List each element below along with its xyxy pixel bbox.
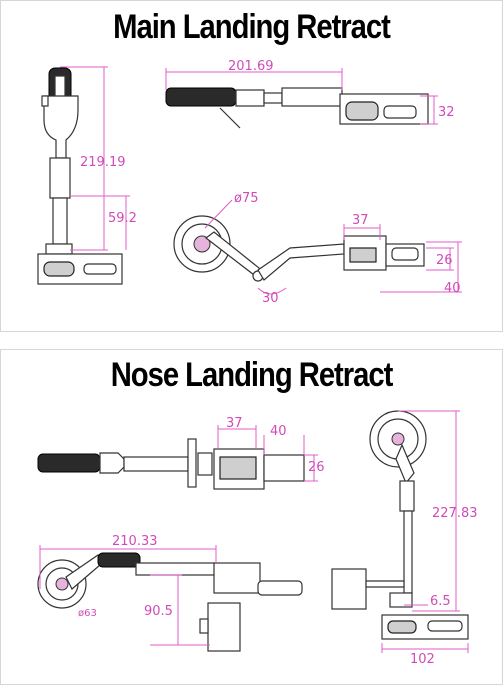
main-side-view [37,67,123,285]
nose-length-label: 210.33 [112,534,158,549]
main-mount-len-label: 40 [444,281,461,296]
main-height-small-label: 32 [438,105,455,120]
nose-top-view [37,438,305,490]
main-retract-drawings: 219.19 59.2 201.69 32 ø75 37 26 [37,59,462,306]
main-total-height-label: 219.19 [80,155,126,170]
nose-front-view [331,410,469,640]
main-top-view [165,87,429,129]
nose-offset-label: 6.5 [430,594,451,609]
main-length-label: 201.69 [228,59,274,74]
nose-retract-title: Nose Landing Retract [110,356,394,394]
nose-total-height-label: 227.83 [432,506,478,521]
main-retract-title: Main Landing Retract [113,8,391,46]
nose-base-w-label: 102 [410,652,435,667]
nose-side-view [37,552,303,652]
nose-mount-len-label: 40 [270,424,287,439]
main-mount-w-label: 37 [352,213,369,228]
nose-depth-label: 26 [308,460,325,475]
nose-wheel-dia-label: ø63 [78,608,97,619]
main-depth-label: 26 [436,253,453,268]
main-angle-label: 30 [262,291,279,306]
nose-servo-h-label: 90.5 [144,604,173,619]
main-strut-label: 59.2 [108,211,137,226]
nose-mount-w-label: 37 [226,416,243,431]
nose-retract-drawings: 37 40 26 210.33 ø63 90.5 [37,410,478,667]
main-wheel-dia-label: ø75 [234,191,259,206]
main-wheel-view [173,215,425,282]
